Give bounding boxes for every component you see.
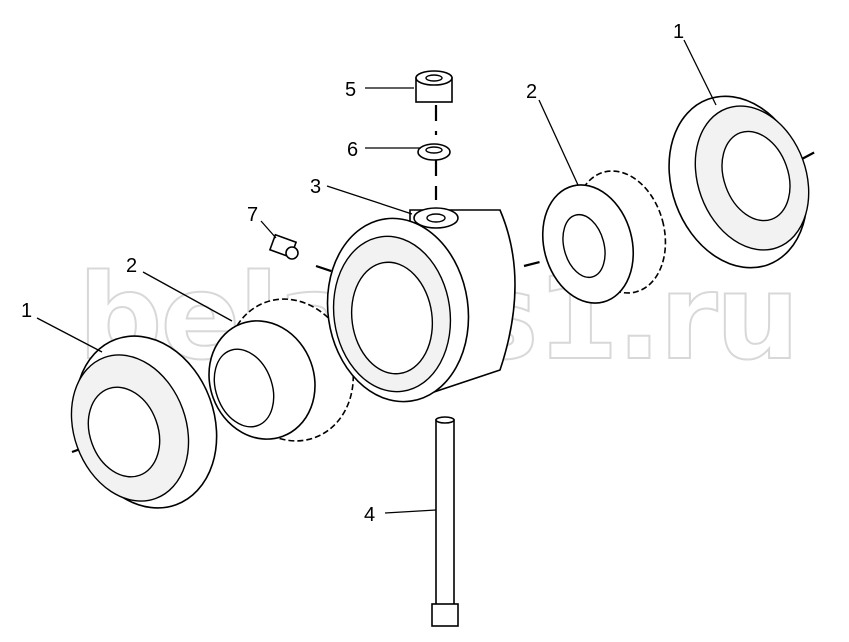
washer — [417, 143, 451, 161]
callout-label: 4 — [364, 504, 375, 526]
callout-label: 2 — [526, 81, 537, 103]
callout-label: 2 — [126, 255, 137, 277]
callout-label: 6 — [347, 139, 358, 161]
leader-lines — [36, 39, 717, 514]
callout-label: 1 — [673, 21, 684, 43]
bolt — [431, 416, 459, 627]
nut — [415, 70, 453, 103]
side-gear-right — [541, 170, 667, 304]
callout-label: 7 — [247, 204, 258, 226]
side-gear-left — [208, 298, 355, 442]
callout-label: 3 — [310, 176, 321, 198]
bearing-cup-left — [70, 335, 218, 509]
differential-housing — [326, 207, 516, 403]
grease-fitting — [268, 233, 299, 260]
callout-label: 1 — [21, 300, 32, 322]
callout-label: 5 — [345, 79, 356, 101]
bearing-cup-right — [668, 95, 810, 269]
callouts: 1 2 3 4 5 6 7 2 1 — [21, 21, 684, 526]
